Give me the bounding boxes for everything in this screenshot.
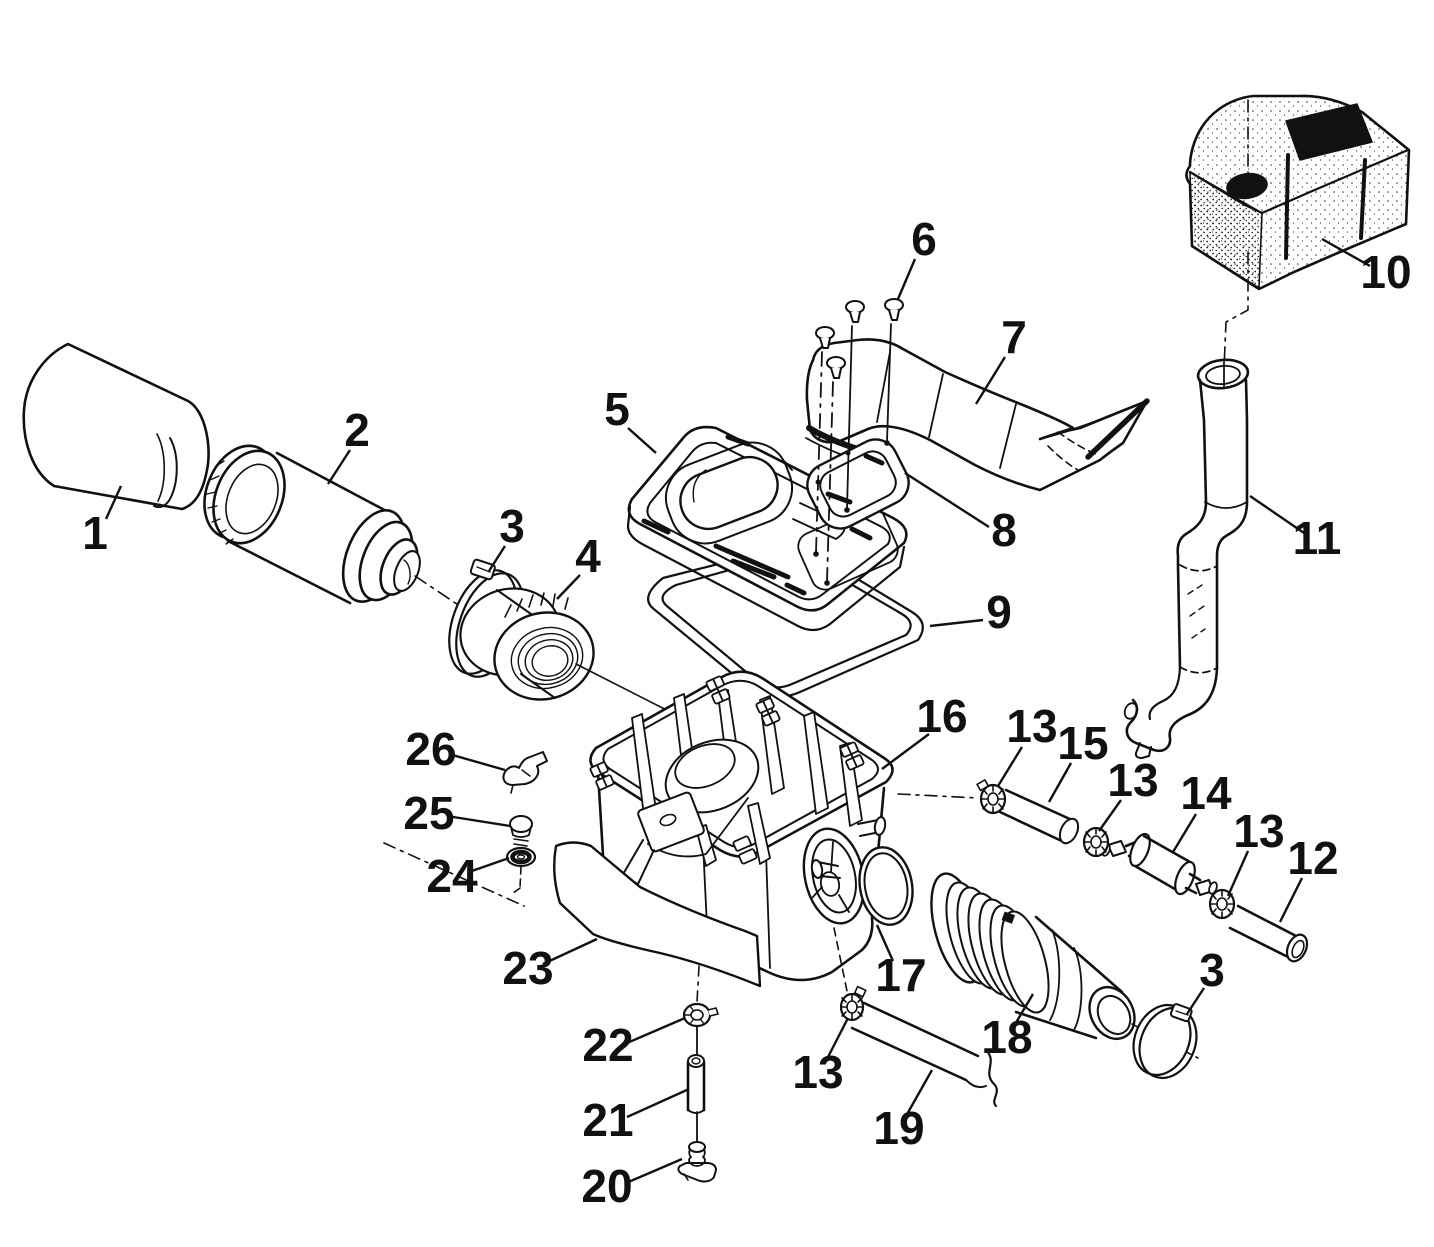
part-label-13: 13 [1006, 700, 1057, 752]
part-2-air-filter [203, 444, 421, 605]
leader-line-26 [448, 752, 506, 772]
leader-line-22 [626, 1016, 686, 1045]
part-6-screws [813, 298, 904, 586]
part-13-clamp-d [839, 985, 867, 1022]
part-18-intake-boot [930, 872, 1136, 1040]
leader-line-13 [996, 746, 1024, 787]
part-label-11: 11 [1293, 512, 1342, 564]
part-label-18: 18 [981, 1011, 1032, 1063]
part-label-4: 4 [575, 530, 601, 582]
leader-line-19 [904, 1069, 934, 1117]
leader-line-23 [542, 937, 598, 966]
part-label-1: 1 [82, 507, 108, 559]
part-label-17: 17 [875, 949, 926, 1001]
leader-line-14 [1171, 813, 1198, 853]
leader-line-4 [556, 574, 581, 600]
part-11-vent-tube [1123, 358, 1250, 759]
leader-line-17 [875, 924, 895, 962]
part-label-23: 23 [502, 942, 553, 994]
part-label-15: 15 [1057, 717, 1108, 769]
part-label-24: 24 [426, 850, 478, 902]
leader-line-16 [881, 733, 930, 770]
part-10-foam-pad [1185, 94, 1411, 291]
leader-line-10 [1321, 237, 1371, 268]
part-15-hose [998, 788, 1080, 845]
part-25-screw [509, 815, 533, 855]
part-label-20: 20 [581, 1160, 632, 1212]
part-label-10: 10 [1360, 246, 1411, 298]
leader-line-2 [326, 449, 352, 485]
part-label-6: 6 [911, 213, 937, 265]
leader-line-5 [627, 427, 657, 454]
part-label-19: 19 [873, 1102, 924, 1154]
leader-line-15 [1047, 762, 1073, 803]
leader-line-7 [974, 356, 1007, 405]
part-label-16: 16 [916, 690, 967, 742]
part-17-o-ring [858, 846, 914, 926]
part-label-8: 8 [991, 504, 1017, 556]
part-12-hose [1228, 904, 1309, 963]
part-label-14: 14 [1180, 767, 1232, 819]
part-24-washer [505, 846, 537, 895]
centerline-foam-to-tube [1223, 251, 1249, 369]
part-label-22: 22 [582, 1019, 633, 1071]
centerline-box-drain [696, 965, 700, 1003]
leader-line-24 [468, 856, 510, 874]
part-label-7: 7 [1001, 311, 1027, 363]
centerline-lower-left [383, 842, 525, 907]
centerline-box-to-valve [897, 793, 979, 799]
part-13-clamp-a [976, 779, 1007, 815]
part-label-12: 12 [1287, 832, 1338, 884]
leader-line-11 [1249, 495, 1305, 534]
part-3-clamp-b [1131, 1003, 1199, 1079]
part-label-3: 3 [499, 500, 525, 552]
part-5-airbox-cover [626, 425, 908, 632]
part-22-clamp [682, 1002, 719, 1028]
part-label-5: 5 [604, 383, 630, 435]
leader-line-8 [904, 471, 990, 529]
leader-line-18 [1012, 993, 1035, 1027]
part-label-13: 13 [1233, 805, 1284, 857]
leader-line-3 [487, 545, 507, 572]
leader-lines [104, 237, 1371, 1185]
part-21-hose [686, 1025, 706, 1143]
part-13-clamp-b [1082, 826, 1110, 858]
part-20-drain-valve [677, 1141, 717, 1183]
part-4-ring-nut [459, 587, 701, 728]
leader-line-20 [625, 1157, 683, 1185]
part-label-3: 3 [1199, 944, 1225, 996]
part-label-21: 21 [582, 1094, 633, 1146]
part-13-clamp-c [1208, 888, 1236, 920]
part-14-check-valve [1101, 832, 1218, 896]
leader-line-3 [1185, 987, 1206, 1015]
leader-line-13 [1226, 850, 1250, 897]
centerline-box-outlet [833, 927, 849, 997]
part-label-2: 2 [344, 404, 370, 456]
leader-line-6 [896, 258, 917, 300]
leader-line-21 [626, 1087, 690, 1119]
part-1-intake-tube [22, 342, 210, 511]
part-16-airbox [589, 670, 894, 982]
part-label-13: 13 [792, 1046, 843, 1098]
part-26-clip [502, 751, 548, 794]
part-7-intake-duct [805, 338, 1150, 492]
part-19-hose [850, 1001, 998, 1108]
leader-line-1 [104, 485, 123, 520]
leader-line-25 [446, 814, 511, 828]
part-label-25: 25 [403, 787, 454, 839]
leader-line-13 [1098, 799, 1122, 832]
leader-line-9 [929, 618, 984, 628]
leader-line-13 [825, 1017, 850, 1060]
leader-line-12 [1278, 877, 1304, 923]
part-label-26: 26 [405, 723, 456, 775]
part-label-13: 13 [1107, 754, 1158, 806]
part-label-9: 9 [986, 586, 1012, 638]
part-23-shield [553, 841, 762, 988]
